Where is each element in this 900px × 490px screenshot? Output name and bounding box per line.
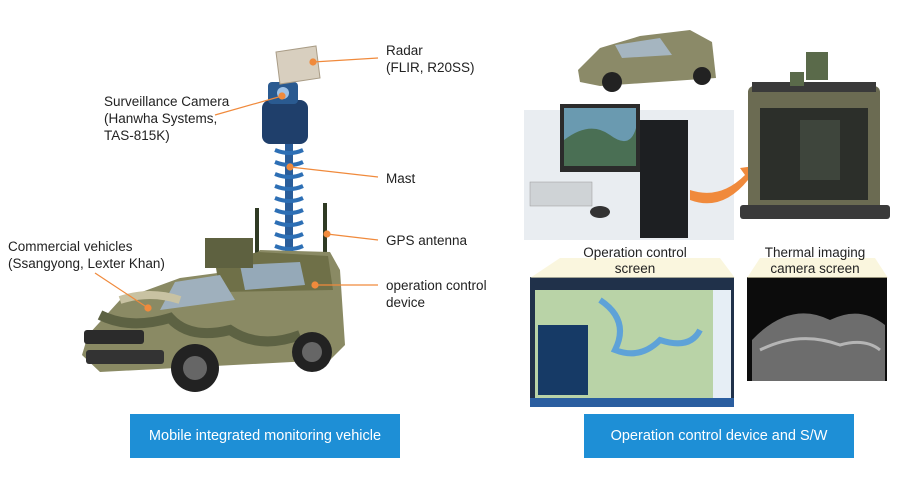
arrow-graphic	[690, 165, 762, 204]
screen-highlight	[530, 258, 735, 278]
gps-label: GPS antenna	[386, 233, 468, 248]
operation-screen-graphic	[530, 277, 734, 407]
thermal-screen-graphic	[747, 277, 887, 381]
leader-lines	[94, 57, 379, 312]
radar-graphic	[275, 45, 321, 85]
mast-leader	[289, 166, 379, 178]
mast-label: Mast	[386, 171, 416, 186]
vehicle-leader	[94, 272, 149, 309]
gps-leader	[326, 233, 379, 241]
vehicle-rear-graphic	[740, 52, 890, 219]
control-device-label: operation control device	[386, 278, 487, 310]
right-caption: Operation control device and S/W	[584, 414, 854, 458]
radar-leader	[312, 57, 379, 63]
left-caption: Mobile integrated monitoring vehicle	[130, 414, 400, 458]
vehicle-label: Commercial vehicles (Ssangyong, Lexter K…	[8, 239, 165, 271]
vehicle-thumbnail-graphic	[578, 30, 716, 92]
mast-graphic	[274, 140, 304, 260]
camera-head-graphic	[262, 82, 308, 144]
workstation-graphic	[524, 104, 734, 240]
camera-leader	[214, 95, 283, 116]
vehicle-graphic	[82, 238, 345, 392]
thermal-screen-label: Thermal imaging camera screen	[764, 245, 866, 276]
operation-screen-label: Operation control screen	[583, 245, 687, 276]
camera-label: Surveillance Camera (Hanwha Systems, TAS…	[104, 94, 230, 143]
radar-label: Radar (FLIR, R20SS)	[386, 43, 475, 75]
